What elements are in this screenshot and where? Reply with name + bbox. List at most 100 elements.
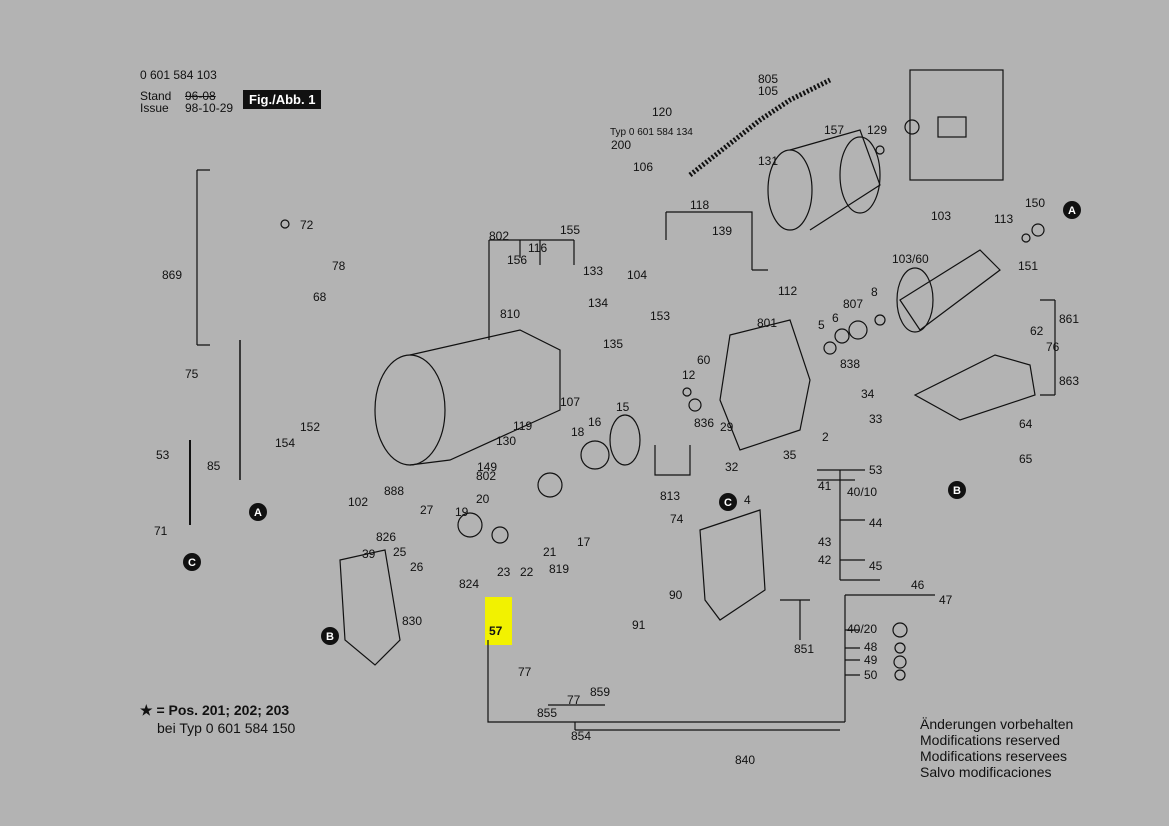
stand-value: 96-08	[185, 89, 216, 103]
connector-c-center	[719, 493, 737, 511]
part-label: 12	[682, 368, 696, 382]
part-label: 105	[758, 84, 779, 98]
part-label: 854	[571, 729, 592, 743]
part-label: 103	[931, 209, 952, 223]
part-label: 18	[571, 425, 585, 439]
part-label: 19	[455, 505, 469, 519]
part-label: 112	[778, 284, 798, 298]
part-label: 129	[867, 123, 888, 137]
part-label: 103/60	[892, 252, 929, 266]
part-label: 131	[758, 154, 779, 168]
part-label: 78	[332, 259, 346, 273]
part-label: 851	[794, 642, 815, 656]
variant-note: Typ 0 601 584 134	[610, 127, 693, 138]
part-label: 855	[537, 706, 558, 720]
part-label: 819	[549, 562, 570, 576]
part-label: 802	[476, 469, 497, 483]
part-label: 71	[154, 524, 168, 538]
svg-text:B: B	[953, 485, 961, 497]
svg-text:B: B	[326, 631, 334, 643]
part-label: 154	[275, 436, 296, 450]
part-label: 23	[497, 565, 511, 579]
part-label: 65	[1019, 452, 1033, 466]
part-label: 50	[864, 668, 878, 682]
part-label: 68	[313, 290, 327, 304]
part-label: 840	[735, 753, 756, 767]
part-label: 869	[162, 268, 183, 282]
part-label: 150	[1025, 196, 1046, 210]
part-label: 77	[518, 665, 532, 679]
part-label: 75	[185, 367, 199, 381]
part-label: 53	[156, 448, 170, 462]
part-label: 118	[690, 198, 710, 212]
part-label: 34	[861, 387, 875, 401]
part-label: 62	[1030, 324, 1044, 338]
disclaimer-english: Modifications reserved	[920, 732, 1061, 748]
part-label: 6	[832, 311, 839, 325]
part-label: 830	[402, 614, 423, 628]
part-label: 5	[818, 318, 825, 332]
part-label: 863	[1059, 374, 1080, 388]
part-label: 807	[843, 297, 864, 311]
part-label: 21	[543, 545, 557, 559]
part-label: 45	[869, 559, 883, 573]
part-label: 810	[500, 307, 521, 321]
issue-value: 98-10-29	[185, 101, 234, 115]
part-label: 49	[864, 653, 878, 667]
stand-label: Stand	[140, 89, 172, 103]
connector-a-right	[1063, 201, 1081, 219]
part-label: 107	[560, 395, 581, 409]
part-label: 106	[633, 160, 654, 174]
part-label: 26	[410, 560, 424, 574]
part-label: 39	[362, 547, 376, 561]
part-label: 130	[496, 434, 517, 448]
connector-c-left	[183, 553, 201, 571]
part-label: 153	[650, 309, 671, 323]
part-label: 43	[818, 535, 832, 549]
part-label: 826	[376, 530, 397, 544]
disclaimer-german: Änderungen vorbehalten	[920, 716, 1074, 732]
part-label: 27	[420, 503, 434, 517]
part-label: 47	[939, 593, 953, 607]
part-label: 32	[725, 460, 739, 474]
part-label: 134	[588, 296, 609, 310]
part-label: 152	[300, 420, 321, 434]
bracket-869	[196, 169, 210, 346]
part-label: 805	[758, 72, 779, 86]
part-label: 104	[627, 268, 648, 282]
part-label: 102	[348, 495, 369, 509]
part-label: 64	[1019, 417, 1033, 431]
part-label: 888	[384, 484, 405, 498]
part-label: 156	[507, 253, 528, 267]
part-label: 135	[603, 337, 624, 351]
part-label: 85	[207, 459, 221, 473]
part-label: 42	[818, 553, 832, 567]
part-label: 120	[652, 105, 673, 119]
part-label: 90	[669, 588, 683, 602]
part-label: 40/20	[847, 622, 878, 636]
part-label: 20	[476, 492, 490, 506]
part-label: 48	[864, 640, 878, 654]
part-label: 2	[822, 430, 829, 444]
part-label: 859	[590, 685, 611, 699]
figure-label: Fig./Abb. 1	[243, 90, 322, 109]
part-label: 40/10	[847, 485, 878, 499]
part-label: 113	[994, 212, 1014, 226]
part-label: 116	[528, 241, 548, 255]
part-label: 77	[567, 693, 581, 707]
part-label: 41	[818, 479, 832, 493]
disclaimer-french: Modifications reservees	[920, 748, 1068, 764]
part-label: 8	[871, 285, 878, 299]
part-label: 35	[783, 448, 797, 462]
svg-text:C: C	[724, 497, 732, 509]
part-label: 200	[611, 138, 632, 152]
part-label: 53	[869, 463, 883, 477]
document-number: 0 601 584 103	[140, 68, 217, 82]
svg-text:C: C	[188, 557, 196, 569]
connector-a-left	[249, 503, 267, 521]
issue-label: Issue	[140, 101, 169, 115]
connector-b-right	[948, 481, 966, 499]
part-label: 813	[660, 489, 681, 503]
